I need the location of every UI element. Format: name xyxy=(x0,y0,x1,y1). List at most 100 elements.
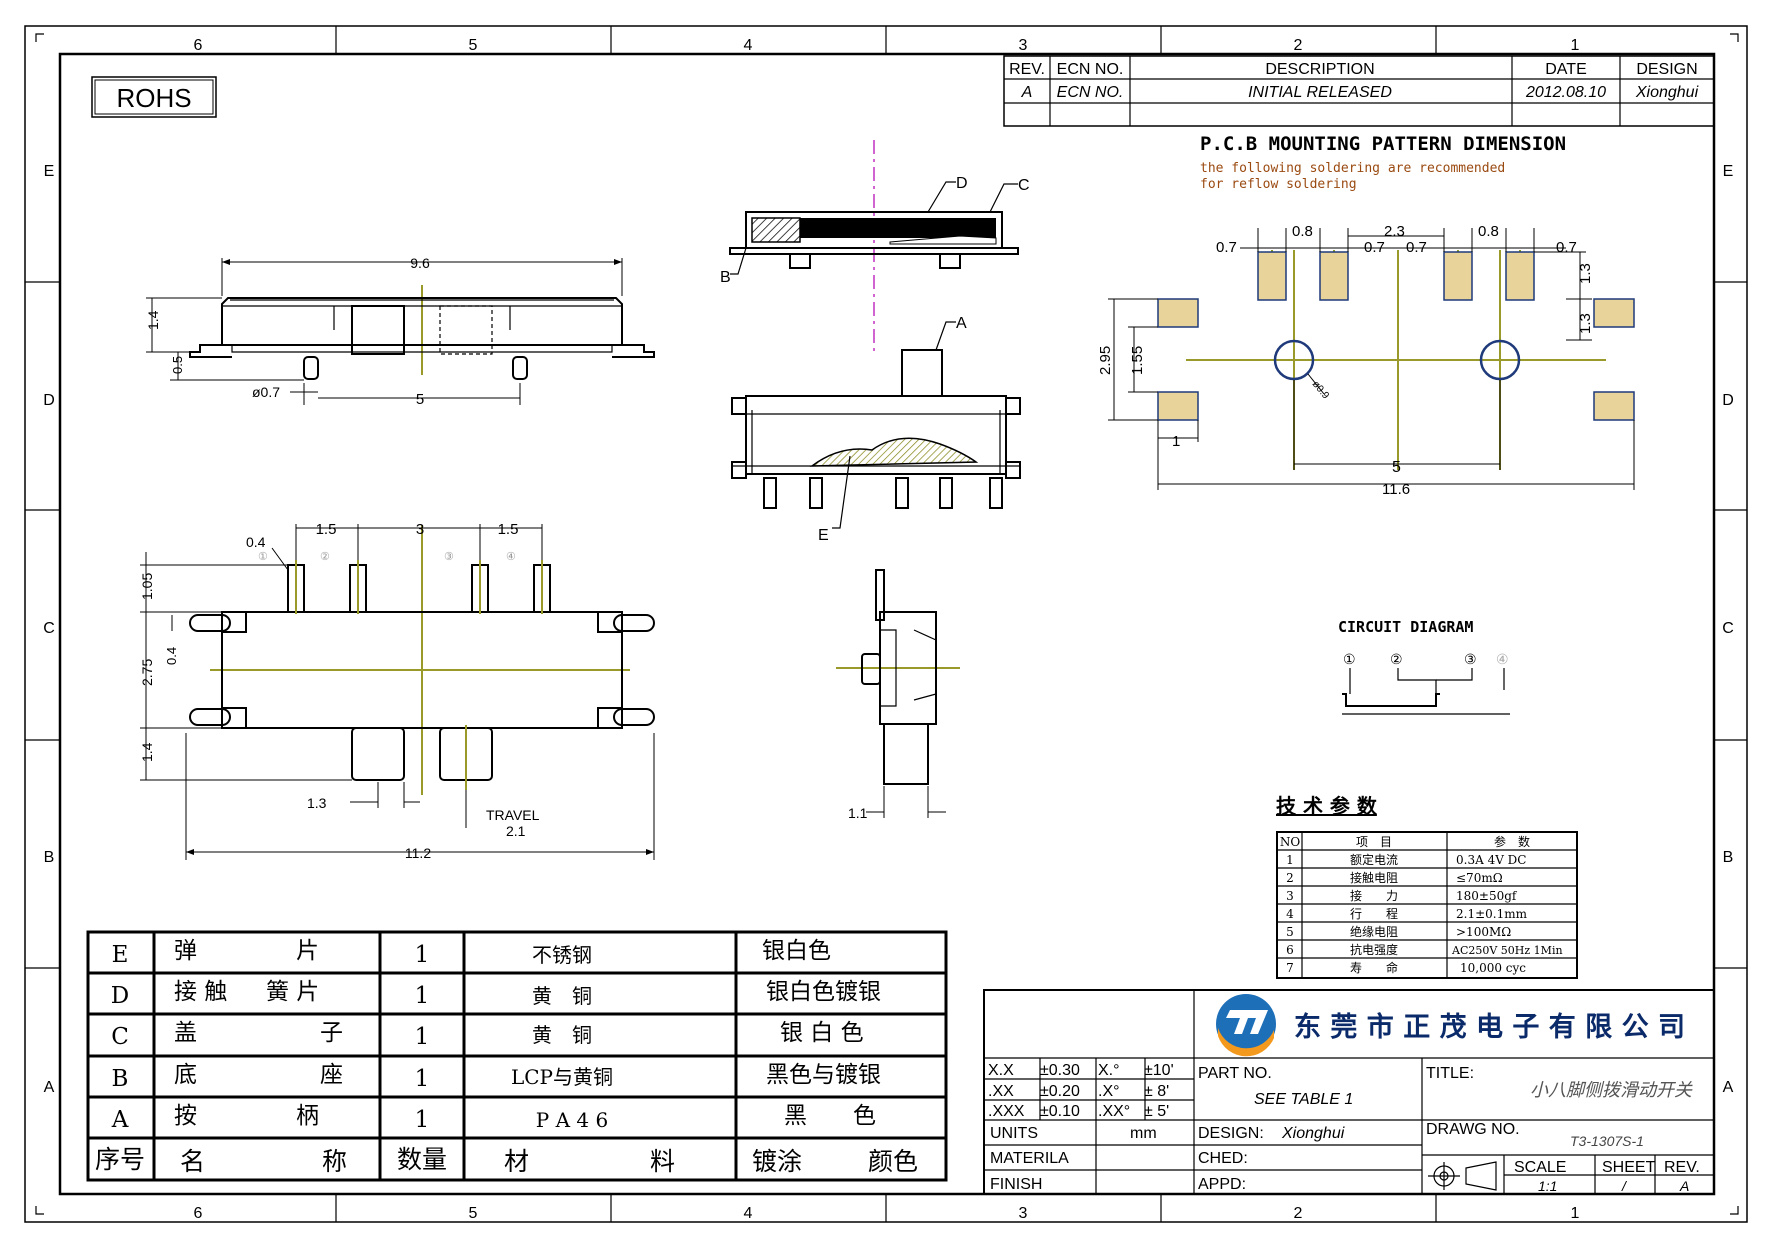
section-view-upper: D C B xyxy=(720,140,1030,355)
rohs-mark: ROHS xyxy=(91,76,217,118)
pcb-dim-1-3b: 1.3 xyxy=(1577,313,1594,334)
tech-r7-val: 10,000 cyc xyxy=(1460,961,1526,975)
dim-1-5a: 1.5 xyxy=(316,521,337,538)
title-label: TITLE: xyxy=(1426,1065,1474,1082)
tech-r3-no: 3 xyxy=(1286,889,1294,903)
bom-h-material-a: 材 xyxy=(504,1147,529,1176)
tech-r2-no: 2 xyxy=(1286,871,1294,885)
dim-9-6: 9.6 xyxy=(410,255,430,271)
design-value: Xionghui xyxy=(1281,1125,1345,1142)
pcb-dim-0-7b: 0.7 xyxy=(1364,239,1385,256)
bom-h-name-b: 称 xyxy=(322,1147,347,1176)
pin-1-label: ① xyxy=(258,551,268,563)
dim-0-4b: 0.4 xyxy=(164,647,179,665)
circuit-diagram: CIRCUIT DIAGRAM ① ② ③ ④ xyxy=(1338,618,1510,715)
row-label-b-left: B xyxy=(44,849,55,866)
tech-rows: 1 额定电流 0.3A 4V DC 2 接触电阻 ≤70mΩ 3 接 力 180… xyxy=(1286,852,1562,975)
pcb-dim-hole: ø0.9 xyxy=(1310,379,1332,402)
bom-e-finish: 银白色 xyxy=(762,938,831,964)
col-label-6-bottom: 6 xyxy=(194,1205,203,1222)
bom-e-name-a: 弹 xyxy=(174,938,197,964)
travel-label: TRAVEL xyxy=(486,807,540,823)
bom-a-qty: 1 xyxy=(415,1107,430,1133)
row-label-c-right: C xyxy=(1722,620,1734,637)
row-label-a-right: A xyxy=(1723,1079,1734,1096)
pcb-dim-5: 5 xyxy=(1392,459,1401,476)
bom-b-finish: 黑色与镀银 xyxy=(766,1062,881,1088)
bom-table: E 弹 片 1 不锈钢 银白色 D 接 触 簧 片 1 黄 铜 银白色镀银 C … xyxy=(86,930,948,1182)
bom-a-id: A xyxy=(111,1107,129,1133)
tech-r5-no: 5 xyxy=(1286,925,1294,939)
bom-c-name-b: 子 xyxy=(320,1020,343,1046)
pcb-dim-0-7a: 0.7 xyxy=(1216,239,1237,256)
units-label: UNITS xyxy=(990,1125,1038,1142)
projection-symbol-icon xyxy=(1428,1161,1497,1191)
rev-value: A xyxy=(1021,84,1033,101)
bom-d-finish: 银白色镀银 xyxy=(766,979,881,1005)
tol-1-v1: ±0.30 xyxy=(1040,1062,1080,1079)
dim-1-3: 1.3 xyxy=(307,795,327,811)
tech-r1-no: 1 xyxy=(1286,853,1294,867)
bom-a-name-b: 柄 xyxy=(296,1103,319,1129)
col-label-2-top: 2 xyxy=(1294,37,1303,54)
drawg-no-value: T3-1307S-1 xyxy=(1570,1133,1644,1149)
col-label-4-bottom: 4 xyxy=(744,1205,753,1222)
pcb-dim-1-55: 1.55 xyxy=(1129,346,1146,375)
col-label-4-top: 4 xyxy=(744,37,753,54)
tol-3-v1: ±0.10 xyxy=(1040,1103,1080,1120)
col-label-1-bottom: 1 xyxy=(1571,1205,1580,1222)
drawg-no-label: DRAWG NO. xyxy=(1426,1121,1520,1138)
row-label-c-left: C xyxy=(43,620,55,637)
tech-r7-no: 7 xyxy=(1286,961,1294,975)
description-value: INITIAL RELEASED xyxy=(1248,84,1392,101)
bom-d-qty: 1 xyxy=(415,983,430,1009)
company-name: 东 莞 市 正 茂 电 子 有 限 公 司 xyxy=(1294,1011,1685,1043)
revision-table: REV. ECN NO. DESCRIPTION DATE DESIGN A E… xyxy=(1003,55,1715,127)
tech-r4-no: 4 xyxy=(1286,907,1294,921)
bom-h-name-a: 名 xyxy=(180,1147,205,1176)
tol-1-k1: X.X xyxy=(988,1062,1014,1079)
rohs-label: ROHS xyxy=(116,83,191,113)
title-value: 小八脚侧拨滑动开关 xyxy=(1530,1080,1693,1101)
tech-r2-item: 接触电阻 xyxy=(1350,870,1398,885)
ecn-header: ECN NO. xyxy=(1057,61,1124,78)
part-no-value: SEE TABLE 1 xyxy=(1254,1091,1353,1108)
design-value: Xionghui xyxy=(1635,84,1699,101)
design-header: DESIGN xyxy=(1636,61,1697,78)
label-c: C xyxy=(1018,177,1030,194)
bom-c-finish: 银 白 色 xyxy=(780,1020,864,1046)
label-e: E xyxy=(818,527,829,544)
tech-r1-item: 额定电流 xyxy=(1350,852,1398,867)
bom-e-qty: 1 xyxy=(415,942,430,968)
row-label-e-left: E xyxy=(44,163,55,180)
row-label-d-left: D xyxy=(43,392,55,409)
bom-c-material: 黄 铜 xyxy=(532,1023,592,1047)
bom-h-id: 序号 xyxy=(95,1145,145,1174)
pcb-title: P.C.B MOUNTING PATTERN DIMENSION xyxy=(1200,133,1566,155)
pin-3-label: ③ xyxy=(444,551,454,563)
circuit-pin-1: ① xyxy=(1343,651,1356,667)
tech-r1-val: 0.3A 4V DC xyxy=(1456,853,1526,867)
dim-1-05: 1.05 xyxy=(139,573,155,600)
col-label-5-bottom: 5 xyxy=(469,1205,478,1222)
frame: 6 5 4 3 2 1 6 5 4 3 2 1 E D C B A E D C … xyxy=(24,25,1748,1223)
tech-title: 技 术 参 数 xyxy=(1276,794,1378,818)
ched-label: CHED: xyxy=(1198,1150,1248,1167)
rev-header: REV. xyxy=(1009,61,1045,78)
col-label-3-bottom: 3 xyxy=(1019,1205,1028,1222)
tol-1-k2: X.° xyxy=(1098,1062,1120,1079)
bom-h-material-b: 料 xyxy=(650,1147,675,1176)
company-logo xyxy=(1216,994,1276,1057)
dim-3: 3 xyxy=(416,521,424,538)
dim-1-4b: 1.4 xyxy=(139,742,155,762)
tol-3-v2: ± 5' xyxy=(1144,1103,1169,1120)
tol-2-v2: ± 8' xyxy=(1144,1083,1169,1100)
dim-0-5: 0.5 xyxy=(170,356,185,374)
bom-e-id: E xyxy=(112,942,129,968)
col-label-6-top: 6 xyxy=(194,37,203,54)
circuit-pin-4: ④ xyxy=(1496,651,1509,667)
bom-b-material: LCP与黄铜 xyxy=(511,1065,613,1089)
circuit-title: CIRCUIT DIAGRAM xyxy=(1338,618,1473,636)
bom-b-qty: 1 xyxy=(415,1066,430,1092)
